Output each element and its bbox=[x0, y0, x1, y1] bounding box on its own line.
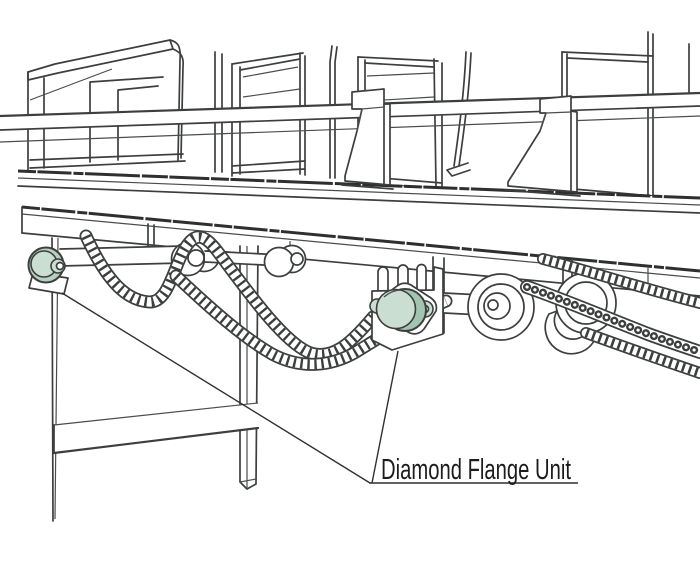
cross-brace bbox=[52, 402, 260, 455]
bearing-face bbox=[375, 288, 417, 330]
annotation: Diamond Flange Unit bbox=[61, 292, 578, 486]
leader-line-left bbox=[61, 292, 371, 484]
drive-chain bbox=[580, 327, 700, 379]
crates-row bbox=[27, 31, 690, 202]
pusher-cleat bbox=[504, 95, 581, 197]
pusher-cleat bbox=[341, 88, 394, 190]
rail-post bbox=[329, 45, 338, 179]
conveyor-deck bbox=[17, 169, 700, 214]
roller bbox=[443, 273, 535, 341]
bearing-highlight bbox=[383, 289, 403, 298]
leader-line-right bbox=[371, 350, 399, 484]
crate-icon bbox=[27, 39, 186, 171]
crate-icon bbox=[561, 31, 654, 202]
drive-chain bbox=[537, 253, 700, 309]
roller-chain bbox=[520, 280, 700, 359]
drive-chain bbox=[79, 229, 380, 362]
diagram-label: Diamond Flange Unit bbox=[381, 454, 571, 486]
diamond-flange-unit bbox=[369, 263, 444, 351]
guard-rail bbox=[0, 91, 700, 143]
flange-bearing-unit bbox=[27, 246, 69, 295]
drive-shaft bbox=[59, 245, 184, 267]
